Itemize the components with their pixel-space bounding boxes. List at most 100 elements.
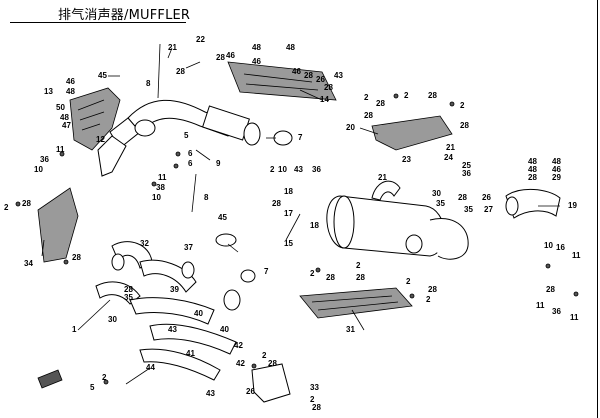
callout-2e: 2 xyxy=(364,93,369,102)
callout-2h: 2 xyxy=(270,165,275,174)
muffler-inlet-pipe xyxy=(371,180,401,201)
callout-11d: 11 xyxy=(570,313,579,322)
callout-12: 12 xyxy=(96,135,105,144)
callout-36: 36 xyxy=(40,155,49,164)
bolt-markers xyxy=(15,93,579,385)
callout-44: 44 xyxy=(146,363,155,372)
callout-5b: 5 xyxy=(90,383,95,392)
callout-28c: 28 xyxy=(72,253,81,262)
callout-27: 27 xyxy=(484,205,493,214)
down-pipe xyxy=(97,135,127,177)
callout-46d: 46 xyxy=(292,67,301,76)
callout-8: 8 xyxy=(146,79,151,88)
callout-23: 23 xyxy=(402,155,411,164)
callout-21: 21 xyxy=(168,43,177,52)
callout-41: 41 xyxy=(186,349,195,358)
callout-2j: 2 xyxy=(356,261,361,270)
callout-16: 16 xyxy=(556,243,565,252)
callout-17: 17 xyxy=(284,209,293,218)
callout-48: 48 xyxy=(66,87,75,96)
callout-28b: 28 xyxy=(22,199,31,208)
title-underline xyxy=(10,22,186,23)
callout-9: 9 xyxy=(216,159,221,168)
callout-10: 10 xyxy=(34,165,43,174)
callout-39: 39 xyxy=(170,285,179,294)
callout-2c: 2 xyxy=(262,351,267,360)
callout-36d: 36 xyxy=(552,307,561,316)
callout-20: 20 xyxy=(346,123,355,132)
callout-36b: 36 xyxy=(462,169,471,178)
callout-48e: 48 xyxy=(528,157,537,166)
callout-2: 2 xyxy=(4,203,9,212)
callout-6: 6 xyxy=(188,149,193,158)
diagram-title: 排气消声器/MUFFLER xyxy=(58,8,191,23)
callout-47: 47 xyxy=(62,121,71,130)
callout-28t: 28 xyxy=(356,273,365,282)
callout-5: 5 xyxy=(184,131,189,140)
callout-24: 24 xyxy=(444,153,453,162)
leader-lines xyxy=(41,47,560,385)
callout-26b: 26 xyxy=(316,75,325,84)
callout-6b: 6 xyxy=(188,159,193,168)
pipe-gasket xyxy=(215,233,237,247)
callout-30b: 30 xyxy=(432,189,441,198)
side-heat-shield xyxy=(37,187,79,263)
callout-43: 43 xyxy=(168,325,177,334)
callout-35b: 35 xyxy=(436,199,445,208)
callout-28o: 29 xyxy=(552,173,561,182)
callout-2k: 2 xyxy=(406,277,411,286)
callout-28g: 28 xyxy=(216,53,225,62)
callout-28h: 28 xyxy=(304,71,313,80)
callout-2f: 2 xyxy=(404,91,409,100)
callout-28p: 28 xyxy=(458,193,467,202)
callout-46c: 46 xyxy=(252,57,261,66)
callout-36c: 36 xyxy=(312,165,321,174)
callout-18b: 18 xyxy=(310,221,319,230)
sensor-rod xyxy=(157,43,161,99)
callout-32: 32 xyxy=(140,239,149,248)
callout-28f: 28 xyxy=(312,403,321,412)
callout-1: 1 xyxy=(72,325,77,334)
callout-28i: 28 xyxy=(324,83,333,92)
callout-46e: 46 xyxy=(552,165,561,174)
callout-2b: 2 xyxy=(102,373,107,382)
callout-15: 15 xyxy=(284,239,293,248)
lower-pipe-cluster xyxy=(95,241,256,381)
callout-21c: 21 xyxy=(378,173,387,182)
callout-28q: 28 xyxy=(272,199,281,208)
callout-46b: 46 xyxy=(226,51,235,60)
callout-28u: 28 xyxy=(428,285,437,294)
callout-8b: 8 xyxy=(204,193,209,202)
callout-21b: 21 xyxy=(446,143,455,152)
callout-2l: 2 xyxy=(426,295,431,304)
callout-14: 14 xyxy=(320,95,329,104)
callout-11b: 11 xyxy=(158,173,167,182)
callout-2i: 2 xyxy=(310,269,315,278)
callout-38: 38 xyxy=(156,183,165,192)
callout-10b: 10 xyxy=(152,193,161,202)
callout-25: 25 xyxy=(462,161,471,170)
callout-19: 19 xyxy=(568,201,577,210)
callout-40b: 40 xyxy=(220,325,229,334)
lower-heat-shield xyxy=(299,287,413,319)
callout-35c: 35 xyxy=(464,205,473,214)
callout-48c: 48 xyxy=(252,43,261,52)
callout-28e: 28 xyxy=(268,359,277,368)
callout-7b: 7 xyxy=(264,267,269,276)
gasket-ring xyxy=(273,130,293,146)
callout-7: 7 xyxy=(298,133,303,142)
callout-28s: 28 xyxy=(326,273,335,282)
top-heat-shield xyxy=(227,61,337,101)
callout-34: 34 xyxy=(24,259,33,268)
callout-35: 35 xyxy=(124,293,133,302)
callout-46: 46 xyxy=(66,77,75,86)
callout-48g: 48 xyxy=(552,157,561,166)
callout-13: 13 xyxy=(44,87,53,96)
callout-28: 28 xyxy=(176,67,185,76)
callout-42b: 42 xyxy=(236,359,245,368)
callout-30: 30 xyxy=(108,315,117,324)
callout-28l: 28 xyxy=(364,111,373,120)
bracket-shield-right xyxy=(371,115,453,151)
